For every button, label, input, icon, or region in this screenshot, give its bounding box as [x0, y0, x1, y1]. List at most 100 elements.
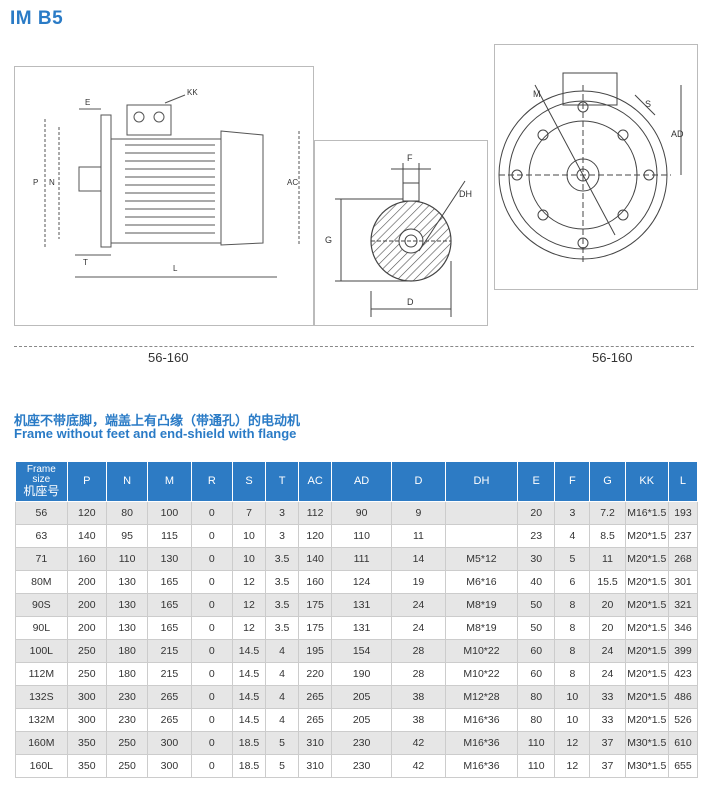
header-r: R [190, 461, 233, 502]
table-cell: 12 [231, 616, 267, 640]
table-cell: 265 [298, 708, 333, 732]
header-d: D [391, 461, 446, 502]
table-cell: M20*1.5 [624, 524, 669, 548]
table-cell: 423 [667, 662, 699, 686]
table-cell: 160 [298, 570, 333, 594]
dim-m-label: M [533, 89, 541, 99]
table-cell: M16*36 [444, 731, 519, 755]
header-t: T [265, 461, 300, 502]
table-cell: 8 [554, 639, 591, 663]
table-cell: 42 [391, 754, 446, 778]
table-cell: 24 [589, 639, 626, 663]
table-cell: 193 [667, 501, 699, 525]
table-cell: 230 [331, 754, 393, 778]
side-view-drawing: E KK P N AC T L [14, 66, 314, 326]
table-cell: 175 [298, 593, 333, 617]
table-cell: 110 [517, 754, 556, 778]
page-title: IM B5 [10, 8, 64, 29]
table-cell: 200 [66, 570, 107, 594]
table-cell: 165 [147, 570, 192, 594]
table-cell: M30*1.5 [624, 754, 669, 778]
table-cell: 12 [231, 570, 267, 594]
table-cell: 18.5 [231, 731, 267, 755]
table-cell: 14.5 [231, 708, 267, 732]
table-cell-frame: 160L [15, 754, 68, 778]
table-cell: 486 [667, 685, 699, 709]
table-cell: M8*19 [444, 616, 519, 640]
table-cell: M20*1.5 [624, 685, 669, 709]
table-cell: 110 [517, 731, 556, 755]
table-cell: 200 [66, 593, 107, 617]
table-cell: 610 [667, 731, 699, 755]
table-cell-frame: 100L [15, 639, 68, 663]
table-cell: 111 [331, 547, 393, 571]
table-cell: 0 [190, 731, 233, 755]
table-cell: 350 [66, 731, 107, 755]
table-cell: 42 [391, 731, 446, 755]
table-cell: 8.5 [589, 524, 626, 548]
table-cell: 38 [391, 708, 446, 732]
dim-s-label: S [645, 99, 651, 109]
heading-english: Frame without feet and end-shield with f… [14, 426, 297, 441]
table-cell: 28 [391, 639, 446, 663]
table-cell: 12 [231, 593, 267, 617]
header-p: P [66, 461, 107, 502]
table-cell: M20*1.5 [624, 570, 669, 594]
table-cell: 120 [66, 501, 107, 525]
table-cell: 15.5 [589, 570, 626, 594]
table-cell: 4 [265, 708, 300, 732]
dim-t-label: T [83, 258, 88, 267]
table-cell: 0 [190, 501, 233, 525]
table-cell: 18.5 [231, 754, 267, 778]
dim-d-label: D [407, 297, 414, 307]
header-s: S [231, 461, 267, 502]
table-cell: 0 [190, 547, 233, 571]
table-cell-frame: 90S [15, 593, 68, 617]
table-cell: 300 [147, 754, 192, 778]
table-cell: 14.5 [231, 685, 267, 709]
section-divider [14, 346, 694, 347]
table-cell: 0 [190, 616, 233, 640]
table-cell: M8*19 [444, 593, 519, 617]
header-e: E [517, 461, 556, 502]
header-n: N [105, 461, 149, 502]
table-cell: M20*1.5 [624, 662, 669, 686]
table-cell: M16*36 [444, 708, 519, 732]
table-cell: M20*1.5 [624, 708, 669, 732]
table-cell: 8 [554, 593, 591, 617]
table-cell: 205 [331, 708, 393, 732]
table-cell: 265 [147, 708, 192, 732]
table-cell-frame: 56 [15, 501, 68, 525]
header-f: F [554, 461, 591, 502]
table-cell: M16*1.5 [624, 501, 669, 525]
table-cell: M20*1.5 [624, 639, 669, 663]
header-m: M [147, 461, 192, 502]
table-cell: 5 [554, 547, 591, 571]
table-cell: 80 [517, 685, 556, 709]
table-cell: 300 [66, 685, 107, 709]
table-cell: 4 [265, 639, 300, 663]
table-cell: 265 [298, 685, 333, 709]
table-cell-frame: 80M [15, 570, 68, 594]
table-cell [444, 501, 519, 525]
table-cell: 124 [331, 570, 393, 594]
table-cell: M10*22 [444, 639, 519, 663]
header-ad: AD [331, 461, 393, 502]
table-cell: 220 [298, 662, 333, 686]
table-cell: 30 [517, 547, 556, 571]
table-cell: 5 [265, 731, 300, 755]
table-cell: 110 [331, 524, 393, 548]
table-cell: 4 [554, 524, 591, 548]
dim-dh-label: DH [459, 189, 472, 199]
table-cell: 110 [105, 547, 149, 571]
table-cell: 346 [667, 616, 699, 640]
table-cell [444, 524, 519, 548]
table-cell: 300 [147, 731, 192, 755]
table-cell: 24 [391, 616, 446, 640]
table-cell: M30*1.5 [624, 731, 669, 755]
table-cell: 140 [298, 547, 333, 571]
